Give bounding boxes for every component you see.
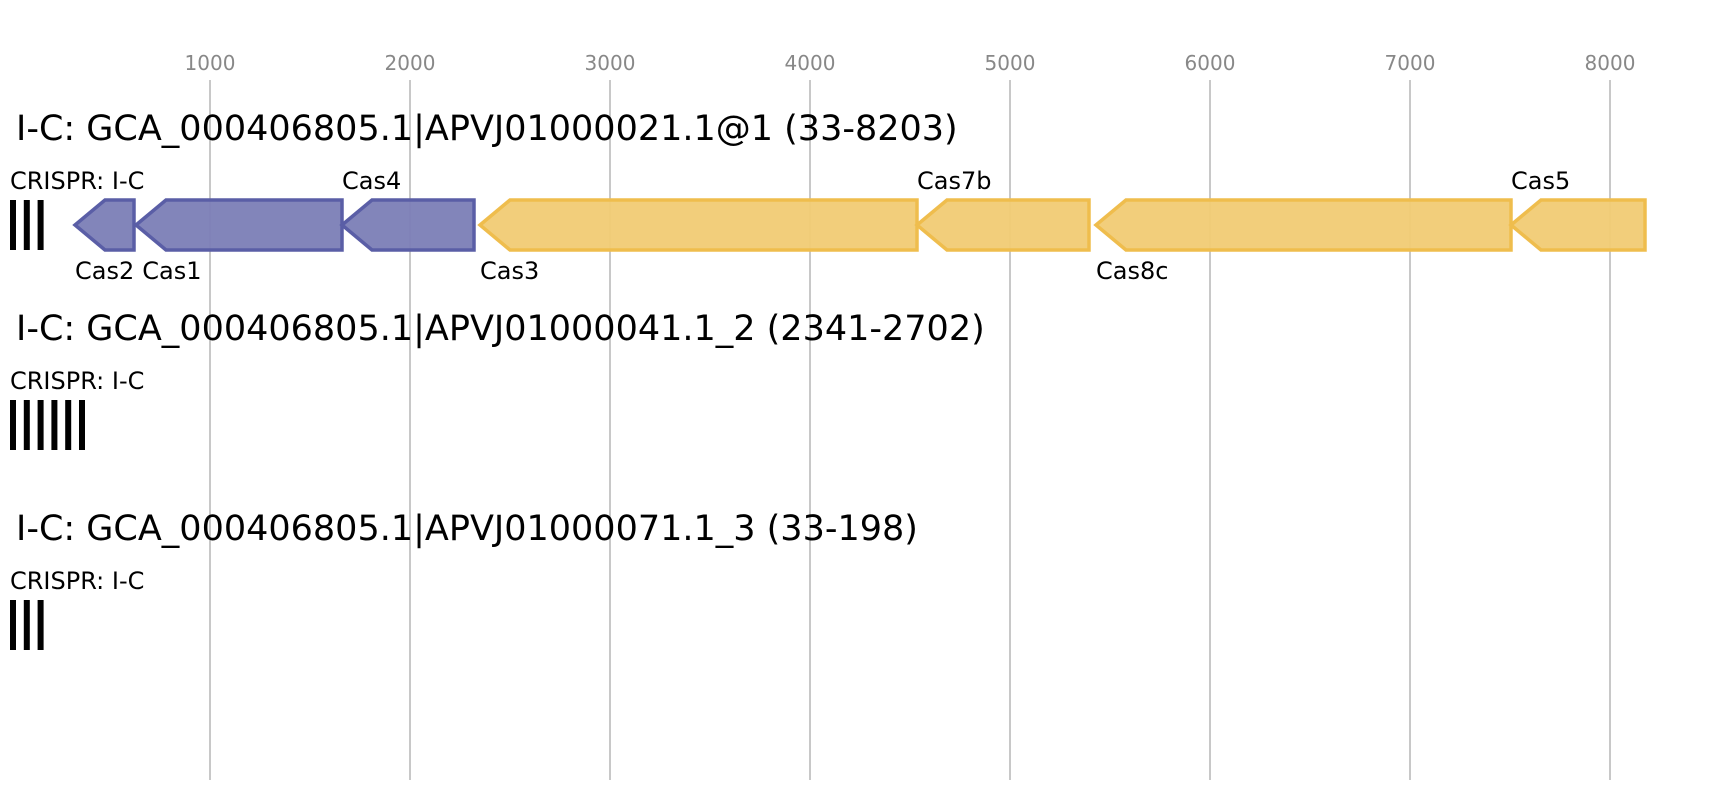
gene-label: Cas3 xyxy=(480,257,539,285)
gene-arrow-cas7b[interactable] xyxy=(914,198,1091,252)
crispr-repeat xyxy=(10,600,16,650)
gene-arrow-cas1[interactable] xyxy=(133,198,344,252)
locus-title: I-C: GCA_000406805.1|APVJ01000041.1_2 (2… xyxy=(16,309,985,349)
crispr-repeat xyxy=(79,400,85,450)
locus-title: I-C: GCA_000406805.1|APVJ01000021.1@1 (3… xyxy=(16,109,958,149)
gene-arrow-cas8c[interactable] xyxy=(1093,198,1513,252)
crispr-repeat xyxy=(23,600,30,650)
gene-label: Cas2 xyxy=(75,257,134,285)
axis-tick-label: 2000 xyxy=(385,51,436,75)
gene-label: Cas1 xyxy=(142,257,201,285)
axis-tick-label: 7000 xyxy=(1385,51,1436,75)
crispr-label: CRISPR: I-C xyxy=(10,367,144,395)
crispr-repeat xyxy=(37,400,44,450)
axis-tick-label: 8000 xyxy=(1585,51,1636,75)
gene-label: Cas4 xyxy=(342,167,401,195)
axis-tick-label: 4000 xyxy=(785,51,836,75)
crispr-repeat xyxy=(10,400,16,450)
crispr-repeat xyxy=(23,200,30,250)
gene-label: Cas7b xyxy=(917,167,991,195)
crispr-repeat xyxy=(37,200,44,250)
crispr-repeat xyxy=(23,400,30,450)
gene-arrow-cas5[interactable] xyxy=(1508,198,1647,252)
crispr-label: CRISPR: I-C xyxy=(10,167,144,195)
axis-tick-label: 6000 xyxy=(1185,51,1236,75)
locus-row: I-C: GCA_000406805.1|APVJ01000041.1_2 (2… xyxy=(10,309,985,450)
axis-tick-label: 3000 xyxy=(585,51,636,75)
gene-arrow-cas2[interactable] xyxy=(72,198,136,252)
locus-row: I-C: GCA_000406805.1|APVJ01000071.1_3 (3… xyxy=(10,509,918,650)
gene-label: Cas8c xyxy=(1096,257,1168,285)
gene-arrow-cas4[interactable] xyxy=(339,198,476,252)
gene-arrow-cas3[interactable] xyxy=(477,198,919,252)
gene-label: Cas5 xyxy=(1511,167,1570,195)
crispr-repeat xyxy=(65,400,72,450)
locus-row: I-C: GCA_000406805.1|APVJ01000021.1@1 (3… xyxy=(10,109,1647,285)
crispr-label: CRISPR: I-C xyxy=(10,567,144,595)
crispr-repeat xyxy=(51,400,58,450)
crispr-repeat xyxy=(10,200,16,250)
crispr-repeat xyxy=(37,600,44,650)
axis-tick-label: 5000 xyxy=(985,51,1036,75)
axis-tick-label: 1000 xyxy=(185,51,236,75)
locus-title: I-C: GCA_000406805.1|APVJ01000071.1_3 (3… xyxy=(16,509,918,549)
